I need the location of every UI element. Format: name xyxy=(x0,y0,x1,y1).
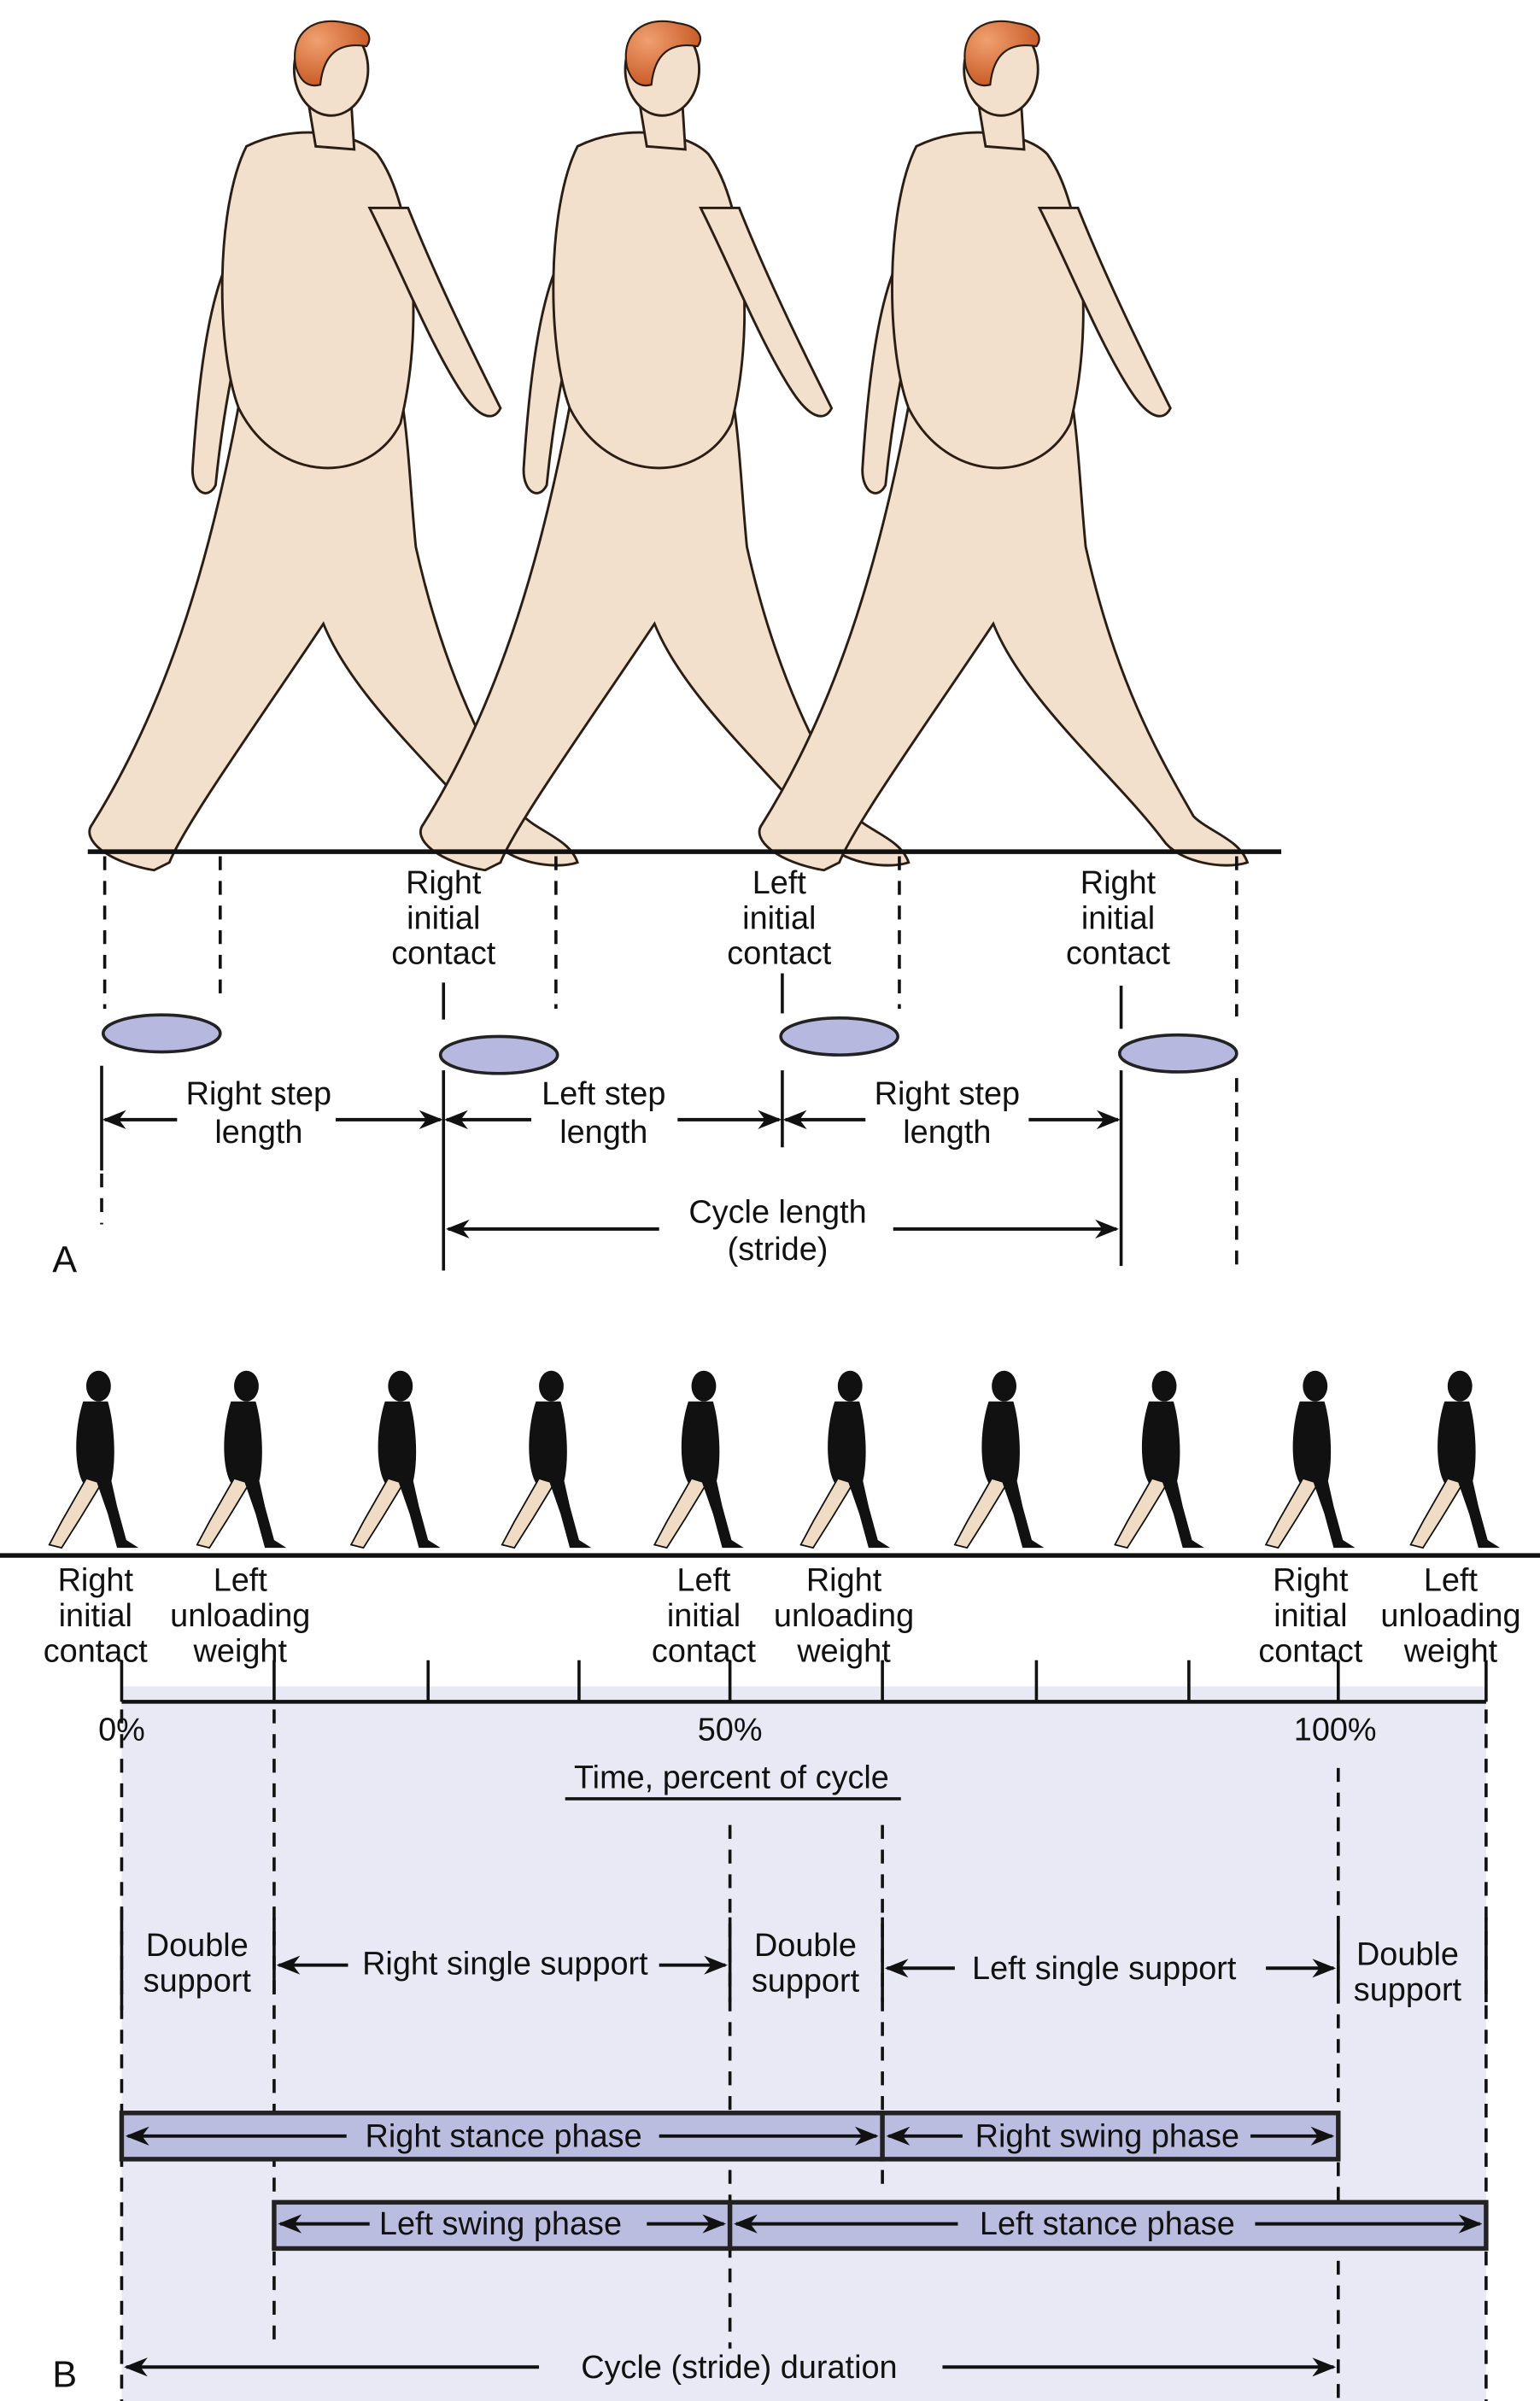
svg-text:length: length xyxy=(903,1115,991,1151)
timeline-background xyxy=(121,1686,1486,2401)
panel-label-a: A xyxy=(52,1239,77,1280)
right-stance-phase-bar: Right stance phase xyxy=(119,2111,885,2162)
svg-text:Right swing phase: Right swing phase xyxy=(975,2118,1239,2154)
svg-text:contact: contact xyxy=(652,1633,757,1669)
svg-text:Left: Left xyxy=(1424,1563,1479,1599)
svg-text:(stride): (stride) xyxy=(728,1232,829,1268)
svg-text:length: length xyxy=(559,1115,647,1151)
svg-text:initial: initial xyxy=(667,1598,741,1634)
svg-text:Left stance phase: Left stance phase xyxy=(980,2206,1235,2242)
right-swing-phase-bar: Right swing phase xyxy=(880,2111,1341,2162)
svg-text:contact: contact xyxy=(1258,1633,1363,1669)
walking-figure-3 xyxy=(758,20,1249,872)
svg-text:Left swing phase: Left swing phase xyxy=(379,2206,622,2242)
tick-label: 50% xyxy=(698,1712,763,1748)
right-single-support: Right single support xyxy=(276,1947,728,1982)
svg-text:weight: weight xyxy=(193,1633,288,1669)
svg-text:initial: initial xyxy=(1274,1598,1347,1634)
svg-text:contact: contact xyxy=(44,1633,149,1669)
svg-text:contact: contact xyxy=(727,936,832,972)
svg-text:weight: weight xyxy=(796,1633,891,1669)
svg-text:Cycle length: Cycle length xyxy=(688,1195,866,1231)
svg-text:length: length xyxy=(214,1115,302,1151)
svg-text:Right: Right xyxy=(806,1563,882,1599)
svg-text:initial: initial xyxy=(59,1598,132,1634)
svg-text:initial: initial xyxy=(1081,900,1155,936)
footprint-markers xyxy=(101,856,1238,1075)
svg-text:support: support xyxy=(1354,1972,1462,2008)
svg-text:Left: Left xyxy=(214,1563,268,1599)
svg-text:unloading: unloading xyxy=(774,1598,914,1634)
footprint-icon xyxy=(1117,1033,1238,1074)
panel-label-b: B xyxy=(52,2355,77,2396)
tick-label: 100% xyxy=(1294,1712,1377,1748)
cycle-stride-duration: Cycle (stride) duration xyxy=(124,2350,1337,2386)
svg-text:Right step: Right step xyxy=(875,1076,1020,1112)
svg-text:Right: Right xyxy=(1273,1563,1349,1599)
svg-text:Right: Right xyxy=(406,865,482,901)
time-axis: 0% 50% 100% Time, percent of cycle xyxy=(98,1660,1488,1801)
svg-text:initial: initial xyxy=(407,900,480,936)
svg-text:Left step: Left step xyxy=(542,1076,665,1112)
svg-text:support: support xyxy=(752,1963,860,1999)
svg-text:unloading: unloading xyxy=(1380,1598,1520,1634)
svg-text:contact: contact xyxy=(1066,936,1171,972)
axis-title: Time, percent of cycle xyxy=(574,1760,889,1795)
svg-text:Right step: Right step xyxy=(186,1076,331,1112)
walking-silhouettes xyxy=(48,1369,1502,1549)
svg-text:Right: Right xyxy=(58,1563,134,1599)
svg-text:Right stance phase: Right stance phase xyxy=(366,2118,642,2154)
svg-text:Right: Right xyxy=(1080,865,1156,901)
footprint-icon xyxy=(779,1016,899,1057)
svg-text:support: support xyxy=(143,1963,252,1999)
footprint-icon xyxy=(101,1013,222,1054)
svg-text:Cycle (stride) duration: Cycle (stride) duration xyxy=(581,2350,897,2386)
svg-text:Right single support: Right single support xyxy=(362,1947,648,1982)
svg-text:Double: Double xyxy=(146,1928,249,1964)
footprint-icon xyxy=(438,1034,559,1075)
svg-text:unloading: unloading xyxy=(170,1598,310,1634)
left-single-support: Left single support xyxy=(884,1951,1337,1987)
left-stance-phase-bar: Left stance phase xyxy=(727,2199,1489,2252)
svg-text:Left: Left xyxy=(752,865,807,901)
svg-text:Double: Double xyxy=(754,1928,857,1964)
svg-text:Left: Left xyxy=(676,1563,731,1599)
svg-text:Left single support: Left single support xyxy=(972,1951,1237,1987)
cycle-length-stride: Cycle length(stride) xyxy=(445,1195,1119,1268)
svg-text:weight: weight xyxy=(1403,1633,1498,1669)
svg-text:initial: initial xyxy=(742,900,816,936)
left-swing-phase-bar: Left swing phase xyxy=(272,2199,733,2252)
svg-text:contact: contact xyxy=(391,936,496,972)
svg-text:Double: Double xyxy=(1356,1937,1459,1973)
